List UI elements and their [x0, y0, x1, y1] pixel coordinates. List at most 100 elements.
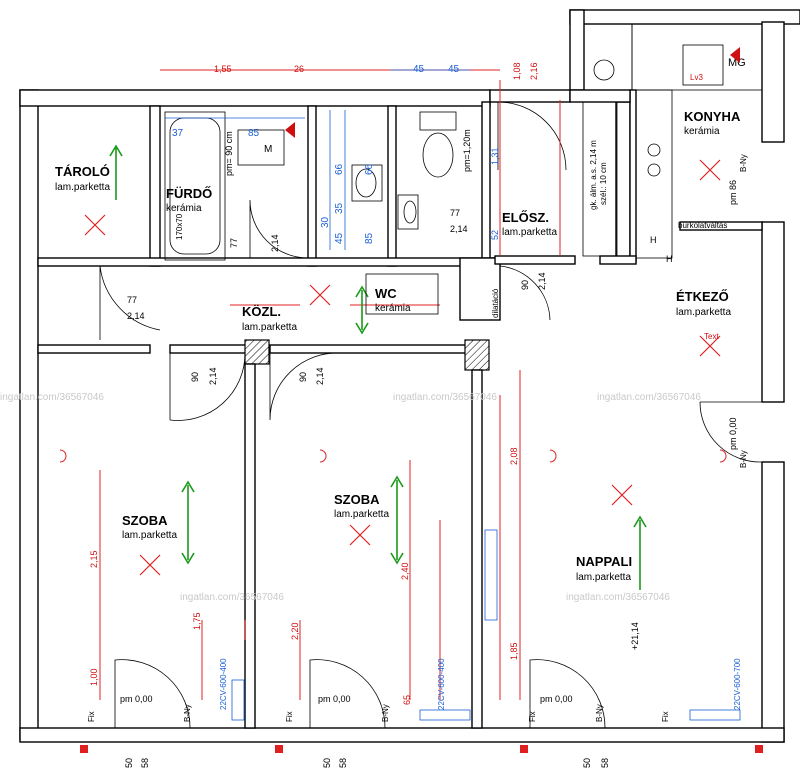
bottom-dim-3: 50: [322, 758, 332, 768]
bny-szoba2: B-Ny: [381, 704, 390, 722]
room-kozl-name: KÖZL.: [242, 304, 281, 319]
room-konyha-floor: kerámia: [684, 126, 720, 137]
dim-blue-2: 45: [448, 64, 460, 75]
dim-elosz-131: 1,31: [490, 147, 500, 165]
bottom-dim-4: 58: [338, 758, 348, 768]
pm-szoba1: pm 0,00: [120, 694, 153, 704]
dim-wc-214: 2,14: [450, 224, 468, 234]
dim-furdo-214: 2,14: [270, 234, 280, 252]
blue-85: 85: [248, 128, 260, 139]
dim-szoba2-door-214: 2,14: [315, 367, 325, 385]
bny-nappali: B-Ny: [595, 704, 604, 722]
dim-top-1: 1,55: [214, 64, 232, 74]
wc-label-box: [365, 273, 439, 315]
room-szoba1-floor: lam.parketta: [122, 530, 177, 541]
dim-szoba2-65: 65: [402, 695, 412, 705]
blue-45: 45: [334, 232, 345, 244]
blue-66a: 66: [334, 163, 345, 175]
dim-nappali-208: 2,08: [509, 447, 519, 465]
room-taroló-name: TÁROLÓ: [55, 164, 110, 179]
room-elosz-name: ELŐSZ.: [502, 210, 549, 225]
dim-szoba1-door-90: 90: [190, 372, 200, 382]
blue-66b: 66: [364, 163, 375, 175]
fixture-m-label: M: [264, 144, 272, 155]
bottom-dim-5: 50: [582, 758, 592, 768]
room-szoba1-name: SZOBA: [122, 513, 168, 528]
room-nappali-floor: lam.parketta: [576, 572, 631, 583]
room-nappali-name: NAPPALI: [576, 554, 632, 569]
radiator-2: 22CV-600-400: [437, 658, 446, 710]
bottom-dim-6: 58: [600, 758, 610, 768]
dim-furdo-77: 77: [229, 238, 239, 248]
radiator-3: 22CV-600-700: [733, 658, 742, 710]
dim-szoba2-door-90: 90: [298, 372, 308, 382]
watermark-4: ingatlan.com/36567046: [180, 592, 284, 603]
outer-walls: [19, 9, 800, 743]
pm-wc: pm=1,20m: [462, 129, 472, 172]
blue-35: 35: [334, 202, 345, 214]
room-wc-floor: kerámia: [375, 303, 411, 314]
dim-szoba-100: 1,00: [89, 668, 99, 686]
bny-szoba1: B-Ny: [183, 704, 192, 722]
fix-3: Fix: [528, 711, 537, 722]
room-furdo-name: FÜRDŐ: [166, 186, 212, 201]
dim-szoba1-door-214: 2,14: [208, 367, 218, 385]
mg-label: MG: [728, 57, 746, 69]
svg-text:170x70: 170x70: [175, 213, 184, 240]
watermark-1: ingatlan.com/36567046: [0, 392, 104, 403]
dim-taroló-door-214: 2,14: [127, 311, 145, 321]
dimension-labels: 1,55 26 45 45 1,08 2,16 77 2,14 77 2,14 …: [89, 62, 738, 768]
room-szoba2-name: SZOBA: [334, 492, 380, 507]
text-note: Text: [704, 332, 719, 341]
kitchen-counter: [593, 44, 724, 259]
green-arrows: [109, 144, 647, 590]
bath-sink: [351, 164, 383, 202]
dim-wc-77: 77: [450, 208, 460, 218]
watermark-3: ingatlan.com/36567046: [597, 392, 701, 403]
dim-elosz-52: 52: [490, 230, 500, 240]
wardrobe-width: szél.: 10 cm: [599, 162, 608, 205]
wc-sink: [397, 194, 419, 230]
pm-etkezo: pm 0,00: [728, 417, 738, 450]
fix-4: Fix: [661, 711, 670, 722]
dim-nappali-185: 1,85: [509, 642, 519, 660]
h-mark-2: H: [666, 254, 673, 264]
dim-taroló-door-77: 77: [127, 295, 137, 305]
room-kozl-floor: lam.parketta: [242, 322, 297, 333]
pm-furdo: pm= 90 cm: [224, 131, 234, 176]
watermarks: ingatlan.com/36567046 ingatlan.com/36567…: [0, 392, 701, 603]
burkolat-note: burkolatváltás: [678, 221, 727, 230]
doors: [99, 101, 763, 729]
dim-blue-1: 45: [413, 64, 425, 75]
dim-216: 2,16: [529, 62, 539, 80]
dim-108: 1,08: [512, 62, 522, 80]
level-marker: +21,14: [630, 622, 640, 650]
bottom-dim-2: 58: [140, 758, 150, 768]
blue-37: 37: [172, 128, 184, 139]
bottom-dim-1: 50: [124, 758, 134, 768]
toilet: [419, 111, 457, 178]
room-wc-name: WC: [375, 286, 397, 301]
fix-2: Fix: [285, 711, 294, 722]
dim-szoba2-240: 2,40: [400, 562, 410, 580]
bny-konyha: B-Ny: [739, 154, 748, 172]
pm-nappali: pm 0,00: [540, 694, 573, 704]
pm-szoba2: pm 0,00: [318, 694, 351, 704]
electrical-marks: [59, 47, 763, 753]
room-szoba2-floor: lam.parketta: [334, 509, 389, 520]
dilatacio-note: dilatáció: [491, 288, 500, 318]
dim-szoba2-220: 2,20: [290, 622, 300, 640]
dim-wc-door-90: 90: [520, 280, 530, 290]
room-taroló-floor: lam.parketta: [55, 182, 110, 193]
notes: B-Ny B-Ny B-Ny B-Ny B-Ny Fix Fix Fix Fix…: [87, 154, 748, 722]
room-konyha-name: KONYHA: [684, 109, 741, 124]
radiator-1: 22CV-600-400: [219, 658, 228, 710]
room-furdo-floor: kerámia: [166, 203, 202, 214]
room-etkezo-name: ÉTKEZŐ: [676, 289, 729, 304]
internal-walls: [37, 23, 763, 729]
room-elosz-floor: lam.parketta: [502, 227, 557, 238]
bny-etkezo: B-Ny: [739, 450, 748, 468]
blue-30: 30: [320, 216, 331, 228]
pm-konyha: pm 86: [728, 180, 738, 205]
dim-top-2: 26: [294, 64, 304, 74]
